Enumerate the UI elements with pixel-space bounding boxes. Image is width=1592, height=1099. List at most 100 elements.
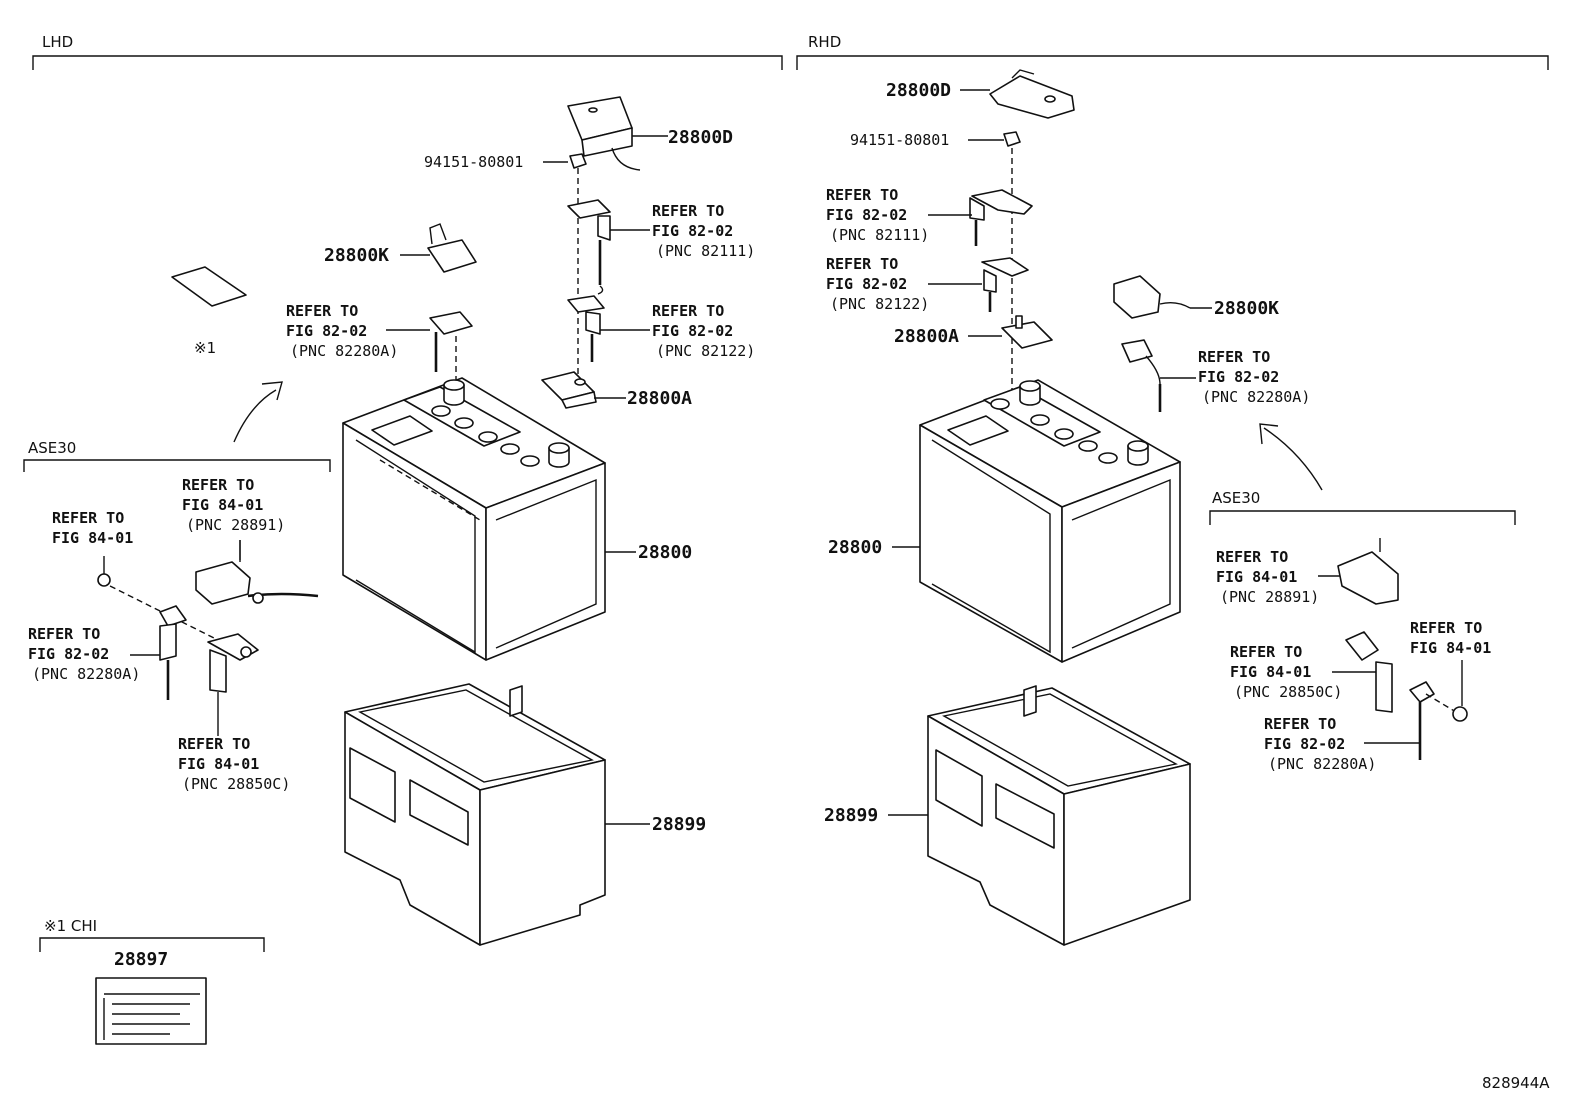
fig-line: FIG 84-01	[52, 529, 133, 547]
part-number-28899: 28899	[652, 814, 706, 835]
sensor-drawing	[207, 633, 259, 693]
cable-terminal-drawing	[981, 257, 1029, 312]
reference-callout: REFER TO FIG 82-02 (PNC 82111)	[826, 186, 929, 244]
part-number-28800a: 28800A	[627, 388, 692, 409]
refer-line: REFER TO	[178, 735, 250, 753]
nut-drawing	[569, 153, 587, 169]
refer-line: REFER TO	[1230, 643, 1302, 661]
fig-line: FIG 84-01	[178, 755, 259, 773]
fuse-box-drawing	[427, 223, 477, 273]
pnc-line: (PNC 82111)	[830, 226, 929, 244]
part-number-28800k: 28800K	[1214, 298, 1279, 319]
leader-lines	[103, 89, 1463, 825]
cable-terminal-drawing	[159, 605, 187, 700]
reference-callout: REFER TO FIG 84-01	[52, 509, 133, 547]
cable-terminal-drawing	[1121, 339, 1162, 412]
part-number-94151-80801: 94151-80801	[424, 153, 523, 171]
refer-line: REFER TO	[652, 302, 724, 320]
direction-arrow-icon	[1259, 423, 1323, 491]
sensor-drawing	[195, 540, 319, 605]
section-label-ase30-right: ASE30	[1212, 489, 1260, 507]
part-number-28899: 28899	[824, 805, 878, 826]
fig-line: FIG 82-02	[1198, 368, 1279, 386]
cable-terminal-drawing	[429, 311, 473, 380]
section-label-lhd: LHD	[42, 33, 73, 51]
part-number-28800d: 28800D	[668, 127, 733, 148]
direction-arrow-icon	[233, 381, 283, 443]
reference-callout: REFER TO FIG 82-02 (PNC 82280A)	[286, 302, 398, 360]
pnc-line: (PNC 82111)	[656, 242, 755, 260]
part-number-28897: 28897	[114, 949, 168, 970]
fig-line: FIG 82-02	[1264, 735, 1345, 753]
reference-callout: REFER TO FIG 82-02 (PNC 82280A)	[28, 625, 140, 683]
refer-line: REFER TO	[182, 476, 254, 494]
reference-callout: REFER TO FIG 82-02 (PNC 82122)	[652, 302, 755, 360]
part-number-28800: 28800	[828, 537, 882, 558]
section-label-ase30-left: ASE30	[28, 439, 76, 457]
refer-line: REFER TO	[826, 255, 898, 273]
pnc-line: (PNC 82280A)	[1268, 755, 1376, 773]
reference-callout: REFER TO FIG 84-01	[1410, 619, 1491, 657]
reference-callout: REFER TO FIG 84-01 (PNC 28891)	[182, 476, 285, 534]
nut-drawing	[1003, 131, 1021, 147]
pnc-line: (PNC 82122)	[830, 295, 929, 313]
refer-line: REFER TO	[1198, 348, 1270, 366]
pnc-line: (PNC 28891)	[1220, 588, 1319, 606]
section-brackets	[23, 55, 1549, 952]
refer-line: REFER TO	[1216, 548, 1288, 566]
reference-callout: REFER TO FIG 82-02 (PNC 82122)	[826, 255, 929, 313]
pnc-line: (PNC 28891)	[186, 516, 285, 534]
sensor-drawing	[1345, 631, 1393, 713]
section-label-rhd: RHD	[808, 33, 841, 51]
cable-terminal-drawing	[567, 295, 605, 362]
note-mark-1: ※1	[194, 339, 216, 357]
pnc-line: (PNC 28850C)	[182, 775, 290, 793]
fig-line: FIG 84-01	[182, 496, 263, 514]
reference-callout: REFER TO FIG 84-01 (PNC 28850C)	[1230, 643, 1342, 701]
cable-terminal-drawing	[1409, 681, 1435, 760]
refer-line: REFER TO	[826, 186, 898, 204]
fig-line: FIG 84-01	[1216, 568, 1297, 586]
fig-line: FIG 82-02	[28, 645, 109, 663]
part-number-28800a: 28800A	[894, 326, 959, 347]
fig-line: FIG 84-01	[1410, 639, 1491, 657]
part-number-28800d: 28800D	[886, 80, 951, 101]
sensor-drawing	[1337, 538, 1399, 605]
battery-drawing	[919, 379, 1181, 663]
fig-line: FIG 82-02	[826, 275, 907, 293]
terminal-cover-drawing	[989, 69, 1075, 119]
cable-terminal-drawing	[969, 189, 1033, 246]
part-number-94151-80801: 94151-80801	[850, 131, 949, 149]
part-number-28800k: 28800K	[324, 245, 389, 266]
figure-id: 828944A	[1482, 1074, 1550, 1092]
fig-line: FIG 84-01	[1230, 663, 1311, 681]
battery-drawing	[342, 377, 606, 661]
part-number-28800: 28800	[638, 542, 692, 563]
label-sheet-icon	[171, 266, 247, 307]
nut-drawing	[97, 573, 111, 587]
fig-line: FIG 82-02	[652, 222, 733, 240]
refer-line: REFER TO	[1264, 715, 1336, 733]
reference-callout: REFER TO FIG 82-02 (PNC 82280A)	[1198, 348, 1310, 406]
refer-line: REFER TO	[28, 625, 100, 643]
fig-line: FIG 82-02	[286, 322, 367, 340]
reference-callout: REFER TO FIG 84-01 (PNC 28850C)	[178, 735, 290, 793]
refer-line: REFER TO	[1410, 619, 1482, 637]
fig-line: FIG 82-02	[826, 206, 907, 224]
refer-line: REFER TO	[52, 509, 124, 527]
section-label-chi: ※1 CHI	[44, 917, 97, 935]
terminal-bracket-drawing	[541, 371, 597, 409]
pnc-line: (PNC 82280A)	[1202, 388, 1310, 406]
cable-terminal-drawing	[567, 199, 611, 295]
reference-callout: REFER TO FIG 84-01 (PNC 28891)	[1216, 548, 1319, 606]
nut-drawing	[1452, 706, 1468, 722]
refer-line: REFER TO	[652, 202, 724, 220]
pnc-line: (PNC 28850C)	[1234, 683, 1342, 701]
refer-line: REFER TO	[286, 302, 358, 320]
battery-tray-drawing	[927, 685, 1191, 946]
pnc-line: (PNC 82280A)	[290, 342, 398, 360]
battery-tray-drawing	[344, 683, 606, 946]
reference-callout: REFER TO FIG 82-02 (PNC 82280A)	[1264, 715, 1376, 773]
pnc-line: (PNC 82122)	[656, 342, 755, 360]
